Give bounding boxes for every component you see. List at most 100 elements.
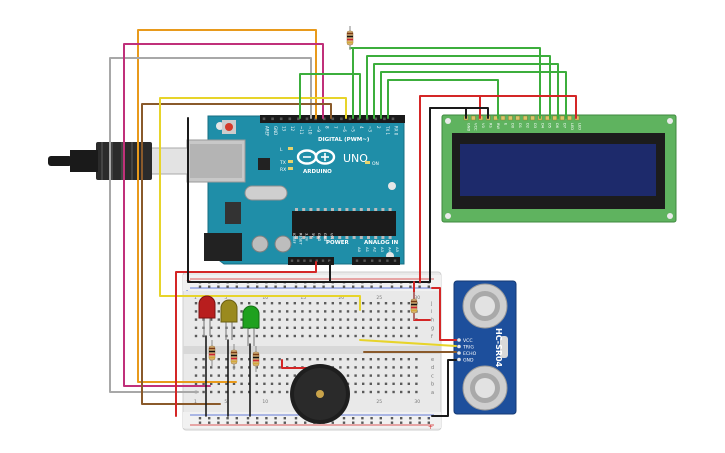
resistor-lcd-contrast: [346, 26, 354, 50]
row-letter: i: [431, 309, 432, 315]
digital-pin-label: ~3: [368, 126, 373, 132]
lcd-pin: [530, 115, 535, 121]
wire-red-sensor: [431, 287, 457, 341]
digital-pin-label: 4: [359, 126, 364, 129]
lcd-pin-label: D6: [555, 123, 559, 129]
wire-black-sensor: [431, 359, 457, 417]
digital-pin-label: ~5: [350, 126, 355, 132]
row-letter: h: [431, 317, 434, 323]
lcd-pin: [560, 115, 565, 121]
analog-pin-label: A1: [365, 247, 370, 253]
lcd-pin-label: D5: [548, 123, 552, 128]
power-pin-label: Vin: [329, 233, 333, 239]
column-number: 25: [376, 399, 382, 405]
power-jack: [204, 233, 242, 261]
digital-pin-label: 13: [282, 126, 287, 132]
column-number: 15: [300, 295, 306, 301]
sensor-pin: [457, 338, 461, 342]
column-number: 5: [224, 295, 227, 301]
arduino-model: UNO: [343, 152, 368, 165]
lcd-pin-label: RS: [489, 123, 493, 128]
digital-pin-label: ~11: [299, 126, 304, 135]
column-number: 10: [262, 399, 268, 405]
power-pin-label: GND: [317, 233, 321, 241]
power-pin-label: GND: [323, 233, 327, 241]
lcd-pin-label: GND: [466, 123, 470, 131]
row-letter: b: [431, 382, 434, 388]
lcd-pin: [545, 115, 550, 121]
analog-pin-label: A0: [357, 247, 362, 253]
lcd-pin-label: D7: [563, 123, 567, 128]
power-pin-label: 5V: [311, 233, 315, 238]
column-number: 10: [262, 295, 268, 301]
led-green: [242, 305, 260, 346]
digital-pin-label: 7: [333, 126, 338, 129]
lcd-pin-label: D2: [526, 123, 530, 128]
resistor-breadboard: [410, 292, 418, 320]
column-number: 1: [194, 295, 197, 301]
lcd-pin: [515, 115, 520, 121]
led-yellow: [220, 299, 238, 340]
wire-green-1: [299, 73, 361, 119]
digital-pin-label: GND: [273, 126, 278, 135]
lcd-pin-label: D3: [533, 123, 537, 128]
led-red: [198, 295, 216, 336]
led-on-label: ON: [372, 161, 379, 167]
sensor-model-label: HC-SR04: [494, 328, 503, 368]
analog-header-label: ANALOG IN: [364, 240, 399, 246]
analog-pin-label: A3: [380, 247, 385, 253]
row-letter: a: [431, 390, 434, 396]
lcd-pin-label: D1: [518, 123, 522, 128]
wire-red-buzzer: [281, 359, 317, 369]
wire-green-4: [373, 63, 559, 119]
row-letter: f: [431, 334, 433, 340]
arduino-brand: ARDUINO: [303, 169, 332, 175]
digital-pin-label: 2: [376, 126, 381, 129]
sensor-pin: [457, 344, 461, 349]
resistor-green-led: [252, 346, 260, 372]
digital-pin-label: RX 0: [393, 126, 398, 136]
wire-yellow: [159, 97, 361, 311]
led-rx-label: RX: [280, 167, 286, 173]
rail-plus-label-bottom: +: [428, 424, 433, 431]
resistor-yellow-led: [230, 344, 238, 370]
lcd-pin-label: E: [503, 123, 507, 126]
atmega-chip: [292, 211, 396, 236]
buzzer: [290, 364, 350, 424]
wire-green-6: [387, 79, 499, 119]
power-pin-label: 3.3V: [305, 233, 309, 242]
digital-pin-label: TX 1: [385, 125, 390, 135]
lcd-pin-label: LED: [570, 123, 574, 130]
digital-pin-label: 12: [290, 126, 295, 132]
lcd-pin-label: V0: [481, 123, 485, 128]
lcd-pin-label: RW: [496, 123, 500, 129]
digital-pin-label: ~6: [342, 126, 347, 132]
column-number: 30: [414, 295, 420, 301]
wire-pink: [123, 43, 324, 387]
sensor-pin-label: VCC: [463, 338, 473, 344]
sensor-pin: [457, 351, 461, 355]
power-pin-label: IOREF: [292, 233, 296, 244]
wire-green-2: [352, 47, 541, 119]
digital-pin-label: 8: [325, 126, 330, 129]
column-number: 30: [414, 399, 420, 405]
sensor-pin-label: ECHO: [463, 351, 477, 357]
row-letter: c: [431, 373, 434, 379]
row-letter: e: [431, 357, 434, 363]
digital-header-label: DIGITAL (PWM~): [318, 137, 370, 143]
analog-pin-label: A5: [395, 247, 400, 253]
lcd-pin: [508, 115, 513, 121]
sensor-pin-label: TRIG: [462, 344, 474, 350]
lcd-pin-label: D0: [511, 123, 515, 129]
wire-gray: [109, 57, 312, 393]
wire-black-lcd-2: [465, 107, 489, 119]
analog-header: [352, 257, 400, 265]
digital-pin-label: ~10: [307, 126, 312, 135]
lcd-pin: [471, 115, 476, 121]
wire-yellow-sensor: [359, 339, 457, 347]
usb-cable: [48, 142, 189, 180]
